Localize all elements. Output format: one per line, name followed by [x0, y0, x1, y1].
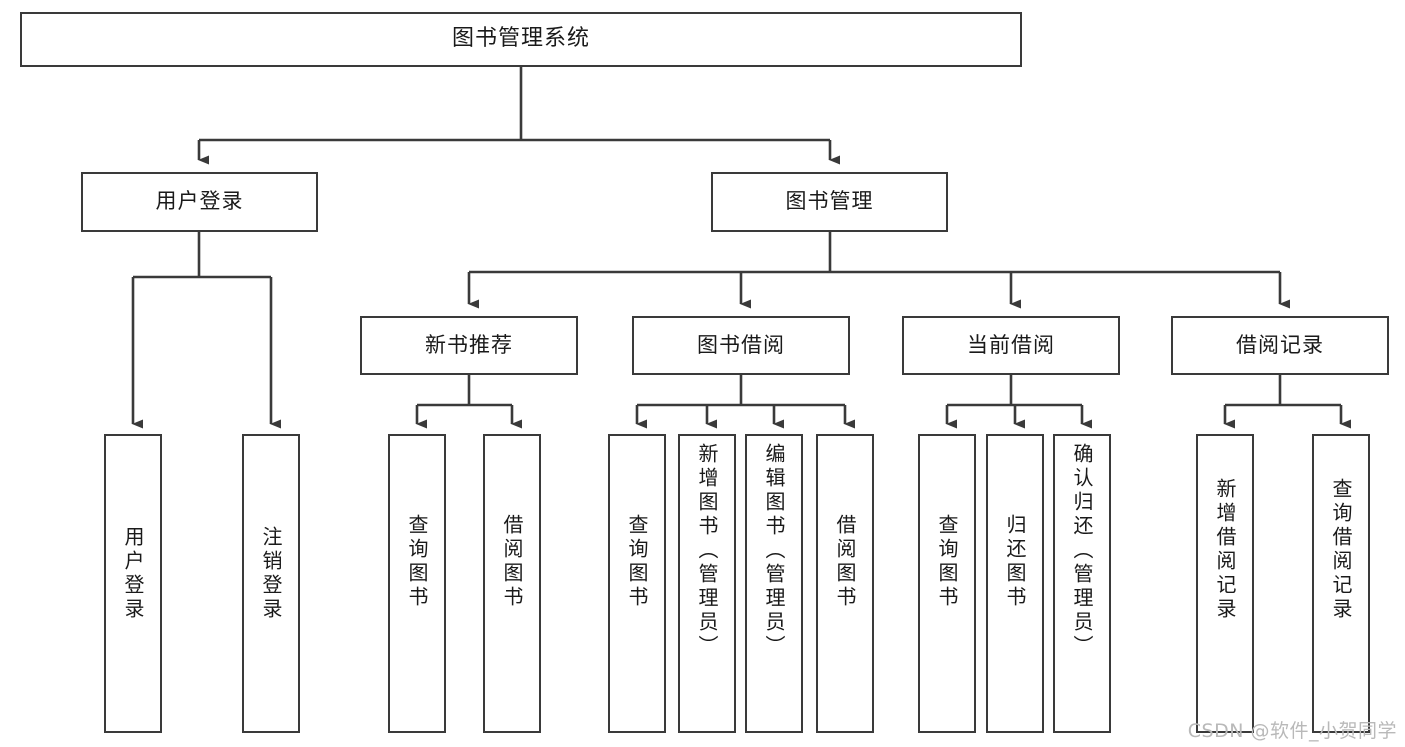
- node-root-system[interactable]: 图书管理系统: [20, 12, 1022, 67]
- node-label: 新增图书（管理员）: [695, 443, 719, 659]
- node-user-login[interactable]: 用户登录: [81, 172, 318, 232]
- node-label: 借阅图书: [500, 514, 524, 610]
- node-label: 借阅记录: [1236, 332, 1324, 357]
- leaf-query-borrow-record[interactable]: 查询借阅记录: [1312, 434, 1370, 733]
- leaf-query-book-recommend[interactable]: 查询图书: [388, 434, 446, 733]
- node-label: 编辑图书（管理员）: [762, 443, 786, 659]
- node-label: 确认归还（管理员）: [1070, 443, 1094, 659]
- node-borrow-record[interactable]: 借阅记录: [1171, 316, 1389, 375]
- node-label: 查询借阅记录: [1329, 478, 1353, 622]
- node-new-book-recommend[interactable]: 新书推荐: [360, 316, 578, 375]
- node-label: 当前借阅: [967, 332, 1055, 357]
- node-book-borrow[interactable]: 图书借阅: [632, 316, 850, 375]
- leaf-edit-book-admin[interactable]: 编辑图书（管理员）: [745, 434, 803, 733]
- leaf-confirm-return-admin[interactable]: 确认归还（管理员）: [1053, 434, 1111, 733]
- node-label: 注销登录: [259, 526, 283, 622]
- node-label: 用户登录: [121, 526, 145, 622]
- node-label: 新增借阅记录: [1213, 478, 1237, 622]
- watermark-text: CSDN @软件_小贺同学: [1187, 720, 1397, 742]
- node-label: 查询图书: [405, 514, 429, 610]
- node-book-management[interactable]: 图书管理: [711, 172, 948, 232]
- node-label: 图书管理系统: [451, 26, 590, 52]
- leaf-logout[interactable]: 注销登录: [242, 434, 300, 733]
- node-current-borrow[interactable]: 当前借阅: [902, 316, 1120, 375]
- leaf-return-book[interactable]: 归还图书: [986, 434, 1044, 733]
- leaf-user-login[interactable]: 用户登录: [104, 434, 162, 733]
- leaf-query-book-current[interactable]: 查询图书: [918, 434, 976, 733]
- node-label: 新书推荐: [425, 332, 513, 357]
- node-label: 归还图书: [1003, 514, 1027, 610]
- leaf-borrow-book[interactable]: 借阅图书: [816, 434, 874, 733]
- node-label: 查询图书: [935, 514, 959, 610]
- node-label: 借阅图书: [833, 514, 857, 610]
- leaf-add-book-admin[interactable]: 新增图书（管理员）: [678, 434, 736, 733]
- node-label: 图书借阅: [697, 332, 785, 357]
- node-label: 用户登录: [155, 189, 244, 214]
- leaf-borrow-book-recommend[interactable]: 借阅图书: [483, 434, 541, 733]
- node-label: 查询图书: [625, 514, 649, 610]
- leaf-add-borrow-record[interactable]: 新增借阅记录: [1196, 434, 1254, 733]
- leaf-query-book-borrow[interactable]: 查询图书: [608, 434, 666, 733]
- node-label: 图书管理: [785, 189, 874, 214]
